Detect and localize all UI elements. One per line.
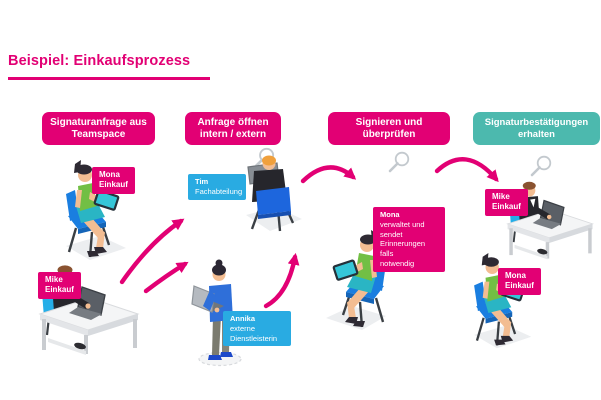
arrow-tim-to-signieren (300, 165, 357, 184)
step-label: Signaturbestätigungen erhalten (484, 117, 589, 140)
step-box-signieren: Signieren und überprüfen (328, 112, 450, 145)
magnifier-icon (388, 151, 410, 173)
label-mona-erinnerungen: Mona verwaltet und sendet Erinnerungen f… (373, 207, 445, 272)
label-role: externe Dienstleisterin (230, 323, 278, 343)
label-tim-fachabteilung: Tim Fachabteilung (188, 174, 246, 200)
label-text: Mike Einkauf (45, 275, 74, 295)
step-label: Signieren und überprüfen (355, 116, 423, 140)
label-mona-teamspace: Mona Einkauf (92, 167, 135, 194)
label-mike-receive: Mike Einkauf (485, 189, 528, 216)
step-box-signaturanfrage: Signaturanfrage aus Teamspace (42, 112, 155, 145)
step-label: Anfrage öffnen intern / extern (197, 116, 269, 140)
label-mike-teamspace: Mike Einkauf (38, 272, 81, 299)
step-box-bestaetigungen: Signaturbestätigungen erhalten (473, 112, 600, 145)
label-mona-receive: Mona Einkauf (498, 268, 541, 295)
label-text: Mona Einkauf (99, 170, 128, 190)
arrow-annika-to-signieren (263, 252, 300, 309)
page-title: Beispiel: Einkaufsprozess (8, 53, 191, 69)
label-name: Tim (195, 177, 209, 186)
label-text: Mike Einkauf (492, 192, 521, 212)
step-label: Signaturanfrage aus Teamspace (50, 116, 147, 140)
title-underline (8, 77, 210, 80)
arrow-signieren-to-erhalten (434, 157, 499, 183)
label-name: Mona (380, 210, 400, 219)
label-annika-dienstleisterin: Annika externe Dienstleisterin (223, 311, 291, 347)
label-name: Annika (230, 314, 256, 323)
label-role: Fachabteilung (195, 186, 243, 196)
step-box-anfrage-oeffnen: Anfrage öffnen intern / extern (185, 112, 281, 145)
label-text: Mona Einkauf (505, 271, 534, 291)
label-role: verwaltet und sendet Erinnerungen falls … (380, 219, 426, 268)
arrow-mike-to-annika (143, 261, 189, 294)
